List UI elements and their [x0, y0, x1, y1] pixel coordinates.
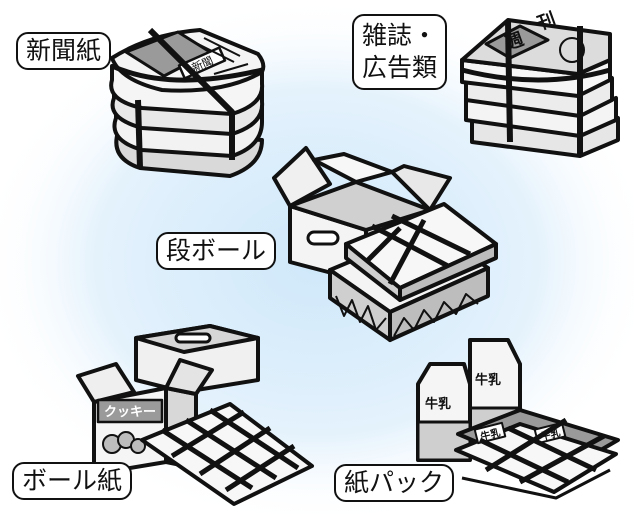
paperboard-boxes-image: クッキー: [76, 324, 314, 506]
label-newspaper-text: 新聞紙: [26, 36, 102, 65]
label-magazine: 雑誌・ 広告類: [352, 14, 448, 90]
milk-label-1: 牛乳: [475, 372, 501, 388]
magazine-bundle-image: 週 刊: [460, 9, 620, 158]
newspaper-bundle-image: 新聞: [109, 27, 266, 178]
label-paper-pack: 紙パック: [334, 464, 455, 502]
cookie-box-text: クッキー: [104, 405, 156, 420]
label-cardboard: 段ボール: [156, 232, 277, 270]
label-cardboard-text: 段ボール: [166, 236, 267, 265]
label-paperboard: ボール紙: [12, 462, 133, 500]
label-magazine-line1: 雑誌・: [362, 21, 438, 50]
cardboard-box-image: [272, 146, 498, 342]
label-paperboard-text: ボール紙: [22, 466, 123, 495]
label-paper-pack-text: 紙パック: [344, 468, 445, 497]
label-magazine-line2: 広告類: [362, 53, 438, 82]
milk-label-2: 牛乳: [425, 396, 451, 412]
label-newspaper: 新聞紙: [16, 32, 112, 70]
paper-pack-image: 牛乳 牛乳 牛乳 牛乳: [416, 338, 620, 500]
